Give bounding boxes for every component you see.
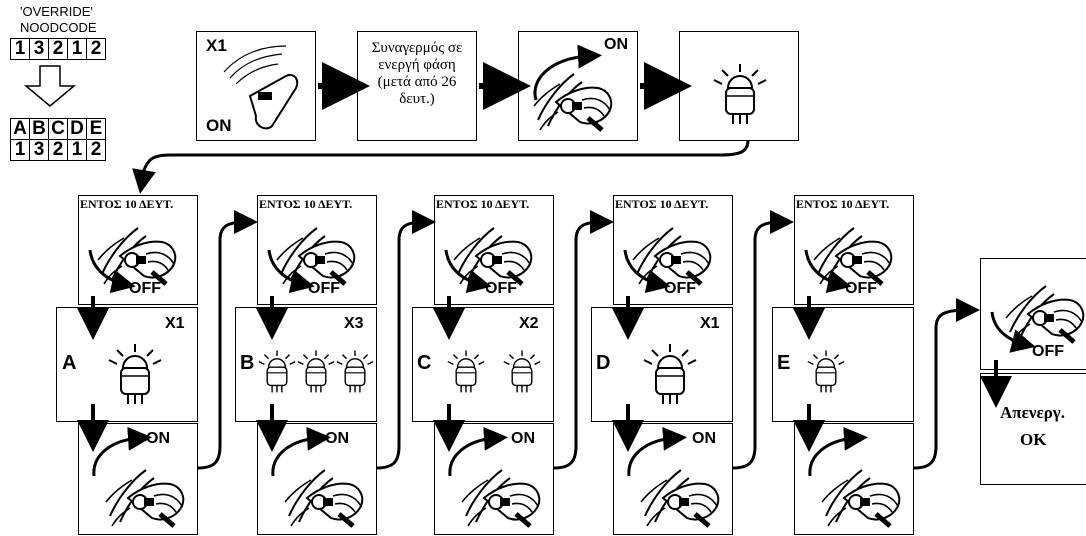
code-digit: 2 (86, 38, 106, 60)
final-result-line1: Απενεργ. (1000, 403, 1066, 422)
code-digit: 2 (48, 38, 68, 60)
alarm-text: Συναγερμός σε ενεργή φάση (μετά από 26 δ… (371, 40, 463, 107)
col-b-lamp-icon-2 (297, 349, 335, 394)
connector-b-to-c (376, 210, 436, 470)
col-e-off: OFF (845, 280, 877, 297)
step-alarm-active (357, 31, 477, 141)
final-off: OFF (1032, 343, 1064, 360)
col-c-count: X2 (519, 315, 539, 332)
connector-c-to-d (553, 210, 614, 470)
col-d-header: ΕΝΤΟΣ 10 ΔΕΥΤ. (615, 197, 709, 211)
noodcode-title: NOODCODE (20, 20, 97, 35)
turn-on-arrow (533, 44, 602, 101)
connector-top-to-a (132, 139, 750, 194)
final-result-line2: OK (1020, 430, 1047, 449)
col-d-off-key-icon (633, 228, 710, 284)
col-e-header: ΕΝΤΟΣ 10 ΔΕΥΤ. (796, 197, 890, 211)
col-d-on: ON (692, 430, 716, 447)
col-d-off: OFF (664, 280, 696, 297)
step1-count: X1 (206, 36, 227, 55)
mapping-digit: 2 (86, 139, 106, 161)
col-d-letter: D (596, 352, 611, 374)
mapping-digit: 3 (29, 139, 49, 161)
connector-e-to-final (913, 298, 980, 470)
col-a-count: X1 (165, 315, 185, 332)
override-down-arrow (23, 65, 77, 107)
col-a-off-key-icon (98, 228, 175, 284)
col-c-header: ΕΝΤΟΣ 10 ΔΕΥΤ. (436, 197, 530, 211)
override-code-table: 1 3 2 1 2 (10, 38, 106, 60)
col-a-on: ON (146, 430, 170, 447)
step1-state: ON (206, 116, 232, 135)
col-b-letter: B (240, 352, 255, 374)
col-c-off: OFF (485, 280, 517, 297)
column-graphics (77, 228, 899, 526)
col-a-header: ΕΝΤΟΣ 10 ΔΕΥΤ. (80, 197, 174, 211)
col-a-lamp-icon (108, 343, 162, 405)
col-b-on: ON (325, 430, 349, 447)
col-b-on-key-icon (285, 470, 362, 526)
remote-icon (223, 45, 299, 130)
override-title: 'OVERRIDE' (20, 4, 93, 19)
col-c-on: ON (511, 430, 535, 447)
col-a-letter: A (62, 352, 77, 374)
mapping-letter: D (67, 118, 87, 140)
col-e-on-key-icon (822, 470, 899, 526)
col-e-lamp-icon (807, 349, 845, 394)
mapping-letter: B (29, 118, 49, 140)
mapping-letter: E (86, 118, 106, 140)
col-c-off-key-icon (454, 228, 531, 284)
col-b-header: ΕΝΤΟΣ 10 ΔΕΥΤ. (259, 197, 353, 211)
connector-a-to-b (197, 210, 258, 470)
mapping-letter: A (10, 118, 30, 140)
col-a-on-key-icon (106, 470, 183, 526)
col-c-lamp-icon-2 (503, 349, 541, 394)
col-b-off-key-icon (277, 228, 354, 284)
col-e-off-key-icon (814, 228, 891, 284)
col-b-off: OFF (308, 280, 340, 297)
mapping-table: A B C D E 1 3 2 1 2 (10, 118, 106, 161)
col-d-count: X1 (700, 315, 720, 332)
step3-state: ON (604, 36, 628, 53)
key-on-icon (534, 74, 611, 130)
connector-d-to-e (732, 210, 794, 470)
col-b-lamp-icon-1 (258, 349, 296, 394)
col-d-lamp-icon (643, 343, 697, 405)
col-b-count: X3 (344, 315, 364, 332)
col-b-lamp-icon-3 (336, 349, 374, 394)
col-d-on-key-icon (641, 470, 718, 526)
col-a-off: OFF (129, 280, 161, 297)
final-off-key-icon (1006, 286, 1083, 342)
col-c-letter: C (417, 352, 432, 374)
col-e-letter: E (777, 352, 791, 374)
col-c-lamp-icon-1 (447, 349, 485, 394)
col-c-on-key-icon (462, 470, 539, 526)
lamp-icon (713, 63, 767, 125)
